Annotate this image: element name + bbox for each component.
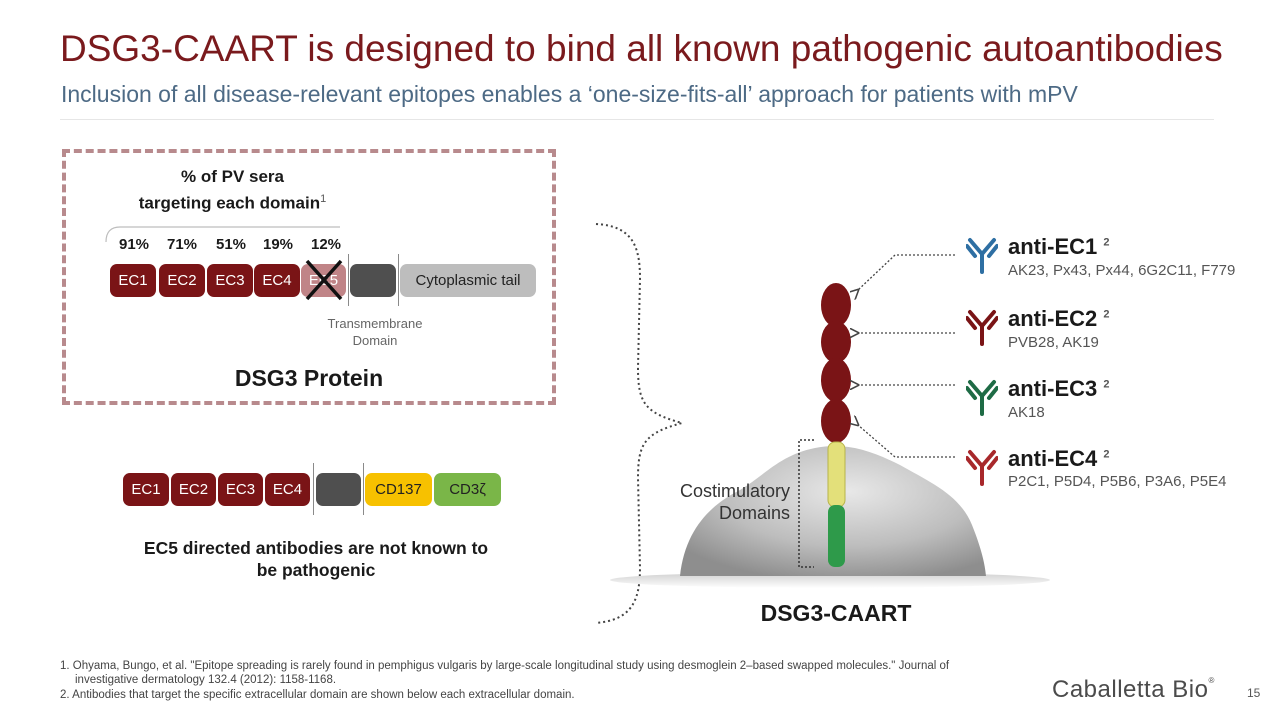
footnote-ref-2: 2: [1103, 448, 1110, 461]
registered-mark: ®: [1208, 676, 1215, 685]
domain-ec3: EC3: [207, 264, 253, 297]
antibody-ec1-icon: [966, 238, 998, 274]
antibody-ec3-list: AK18: [1008, 404, 1045, 421]
transmembrane-label: Transmembrane Domain: [300, 315, 450, 349]
antibody-ec1-name-text: anti-EC1: [1008, 234, 1098, 259]
antibody-ec4-name: anti-EC4 2: [1008, 446, 1110, 472]
domain-ec2: EC2: [159, 264, 205, 297]
percent-ec3: 51%: [215, 236, 247, 253]
caart-transmembrane: [316, 473, 361, 506]
footnote-ref-2: 2: [1103, 308, 1110, 321]
costim-label-line1: Costimulatory: [679, 481, 790, 501]
antibody-ec1-list: AK23, Px43, Px44, 6G2C11, F779: [1008, 262, 1236, 279]
caart-receptor: [821, 283, 851, 567]
caart-cd3z: CD3ζ: [434, 473, 501, 506]
domain-ec1: EC1: [110, 264, 156, 297]
caart-domain-ec4: EC4: [265, 473, 310, 506]
caart-domain-ec2: EC2: [171, 473, 216, 506]
percent-ec2: 71%: [166, 236, 198, 253]
percent-bracket: [105, 226, 340, 243]
ec5-note: EC5 directed antibodies are not known to…: [120, 537, 512, 581]
company-logo-text: Caballetta Bio: [1052, 676, 1209, 703]
caart-membrane-line-left: [313, 463, 314, 515]
caart-domain-ec3: EC3: [218, 473, 263, 506]
antibody-ec3-icon: [966, 380, 998, 416]
antibody-ec2-name-text: anti-EC2: [1008, 306, 1098, 331]
antibody-ec3-name-text: anti-EC3: [1008, 376, 1098, 401]
caart-caption: DSG3-CAART: [760, 600, 912, 626]
page-title: DSG3-CAART is designed to bind all known…: [60, 28, 1223, 69]
domain-cytoplasmic-tail: Cytoplasmic tail: [400, 264, 536, 297]
antibody-ec2-list: PVB28, AK19: [1008, 334, 1099, 351]
company-logo: Caballetta Bio®: [1052, 676, 1215, 704]
caart-membrane-line-right: [363, 463, 364, 515]
antibody-ec4-list: P2C1, P5D4, P5B6, P3A6, P5E4: [1008, 473, 1227, 490]
antibody-ec1-name: anti-EC1 2: [1008, 234, 1110, 260]
membrane-line-left: [348, 254, 349, 306]
antibody-ec2-icon: [966, 310, 998, 346]
dotted-brace: [595, 223, 686, 624]
antibody-ec2-name: anti-EC2 2: [1008, 306, 1110, 332]
membrane-line-right: [398, 254, 399, 306]
dsg3-protein-panel: [62, 149, 556, 405]
ec5-note-line2: be pathogenic: [256, 560, 376, 580]
antibody-ec3-name: anti-EC3 2: [1008, 376, 1110, 402]
costim-label-line2: Domains: [718, 503, 790, 523]
domain-transmembrane: [350, 264, 396, 297]
pv-sera-heading: % of PV sera targeting each domain1: [110, 166, 355, 215]
binding-arrows: [850, 254, 955, 458]
percent-ec5: 12%: [310, 236, 342, 253]
ec5-note-line1: EC5 directed antibodies are not known to: [143, 538, 489, 558]
footnote-1-continued: investigative dermatology 132.4 (2012): …: [75, 674, 337, 686]
footnote-ref-2: 2: [1103, 236, 1110, 249]
pv-sera-heading-line2: targeting each domain: [138, 193, 321, 213]
dsg3-protein-caption: DSG3 Protein: [234, 365, 384, 391]
transmembrane-label-line2: Domain: [352, 333, 398, 348]
caart-domain-ec1: EC1: [123, 473, 169, 506]
antibody-ec4-name-text: anti-EC4: [1008, 446, 1098, 471]
footnote-ref-2: 2: [1103, 378, 1110, 391]
page-number: 15: [1247, 686, 1261, 700]
costim-label: Costimulatory Domains: [640, 480, 790, 524]
footnote-1: 1. Ohyama, Bungo, et al. "Epitope spread…: [60, 660, 950, 672]
percent-ec1: 91%: [118, 236, 150, 253]
caart-cd137: CD137: [365, 473, 432, 506]
percent-ec4: 19%: [262, 236, 294, 253]
page-subtitle: Inclusion of all disease-relevant epitop…: [61, 81, 1078, 107]
header-divider: [60, 119, 1214, 120]
transmembrane-label-line1: Transmembrane: [327, 316, 423, 331]
costim-bracket: [798, 439, 814, 568]
footnote-ref-1: 1: [320, 193, 327, 205]
exclusion-x-icon: [305, 259, 343, 301]
pv-sera-heading-line1: % of PV sera: [181, 167, 284, 186]
domain-ec4: EC4: [254, 264, 300, 297]
footnote-2: 2. Antibodies that target the specific e…: [60, 689, 575, 701]
antibody-ec4-icon: [966, 450, 998, 486]
